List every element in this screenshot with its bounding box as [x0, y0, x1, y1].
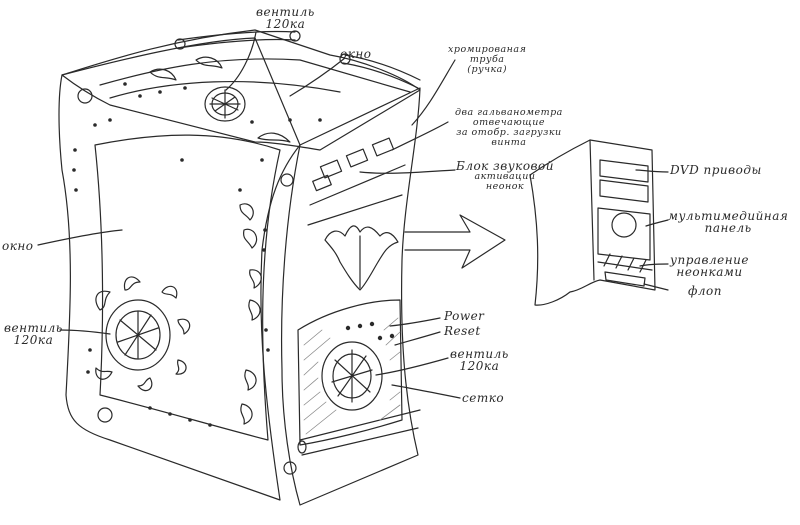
label-sound-line3: неонок	[485, 181, 525, 192]
label-chrome-line2: труба	[469, 54, 505, 65]
label-front-fan-line2: 120ка	[459, 359, 500, 373]
label-neon-line1: управление	[670, 253, 749, 267]
ventilation-dots	[72, 82, 395, 427]
label-mesh: сетко	[462, 391, 505, 405]
label-front-fan: вентиль 120ка	[450, 348, 509, 372]
label-front-fan-line1: вентиль	[450, 347, 509, 361]
label-top-fan-line2: 120ка	[265, 17, 306, 31]
front-panel-outline	[280, 87, 421, 506]
label-media-line1: мультимедийная	[668, 209, 789, 223]
top-chrome-pipe	[177, 30, 296, 49]
mesh-hatching	[303, 317, 401, 435]
label-power: Power	[444, 309, 485, 323]
detail-arrow	[404, 214, 506, 269]
label-sound-unit: Блок звуковой активации неонок	[456, 160, 554, 192]
label-neon-line2: неонками	[676, 265, 743, 279]
label-side-fan-line2: 120ка	[13, 333, 54, 347]
label-media-panel: мультимедийная панель	[668, 210, 788, 234]
label-galv-line1: два гальванометра	[455, 107, 563, 118]
label-sound-line2: активации	[474, 171, 536, 182]
top-fan-icon	[204, 86, 246, 122]
label-side-window: окно	[2, 239, 34, 253]
front-fan-icon	[321, 341, 383, 411]
label-galv-line3: за отобр. загрузки	[456, 127, 562, 138]
side-window-frame	[94, 134, 281, 441]
label-chrome-line3: (ручка)	[467, 64, 508, 75]
label-galv-line2: отвечающие	[472, 117, 545, 128]
label-dvd: DVD приводы	[670, 163, 762, 177]
detail-panel-outline	[529, 139, 656, 306]
label-side-fan: вентиль 120ка	[4, 322, 63, 346]
label-sound-line1: Блок звуковой	[456, 159, 554, 173]
sound-unit-box	[312, 174, 332, 192]
top-panel-outline	[61, 29, 421, 151]
label-top-fan: вентиль 120ка	[256, 6, 315, 30]
label-chrome-line1: хромированая	[448, 44, 527, 55]
label-galv-line4: винта	[491, 137, 527, 148]
label-side-fan-line1: вентиль	[4, 321, 63, 335]
label-floppy: флоп	[688, 284, 722, 298]
galvanometer-box	[319, 159, 343, 179]
label-top-fan-line1: вентиль	[256, 5, 315, 19]
label-top-window: окно	[340, 47, 372, 61]
side-fan-icon	[105, 299, 171, 371]
detail-fan-icon	[611, 212, 637, 238]
label-neon-control: управление неонками	[670, 254, 749, 278]
label-galvanometers: два гальванометра отвечающие за отобр. з…	[455, 108, 563, 148]
label-reset: Reset	[444, 324, 481, 338]
label-media-line2: панель	[704, 221, 752, 235]
side-panel-outline	[58, 37, 301, 501]
label-chrome-pipe: хромированая труба (ручка)	[448, 45, 526, 75]
front-tribal-ornament	[324, 225, 399, 291]
